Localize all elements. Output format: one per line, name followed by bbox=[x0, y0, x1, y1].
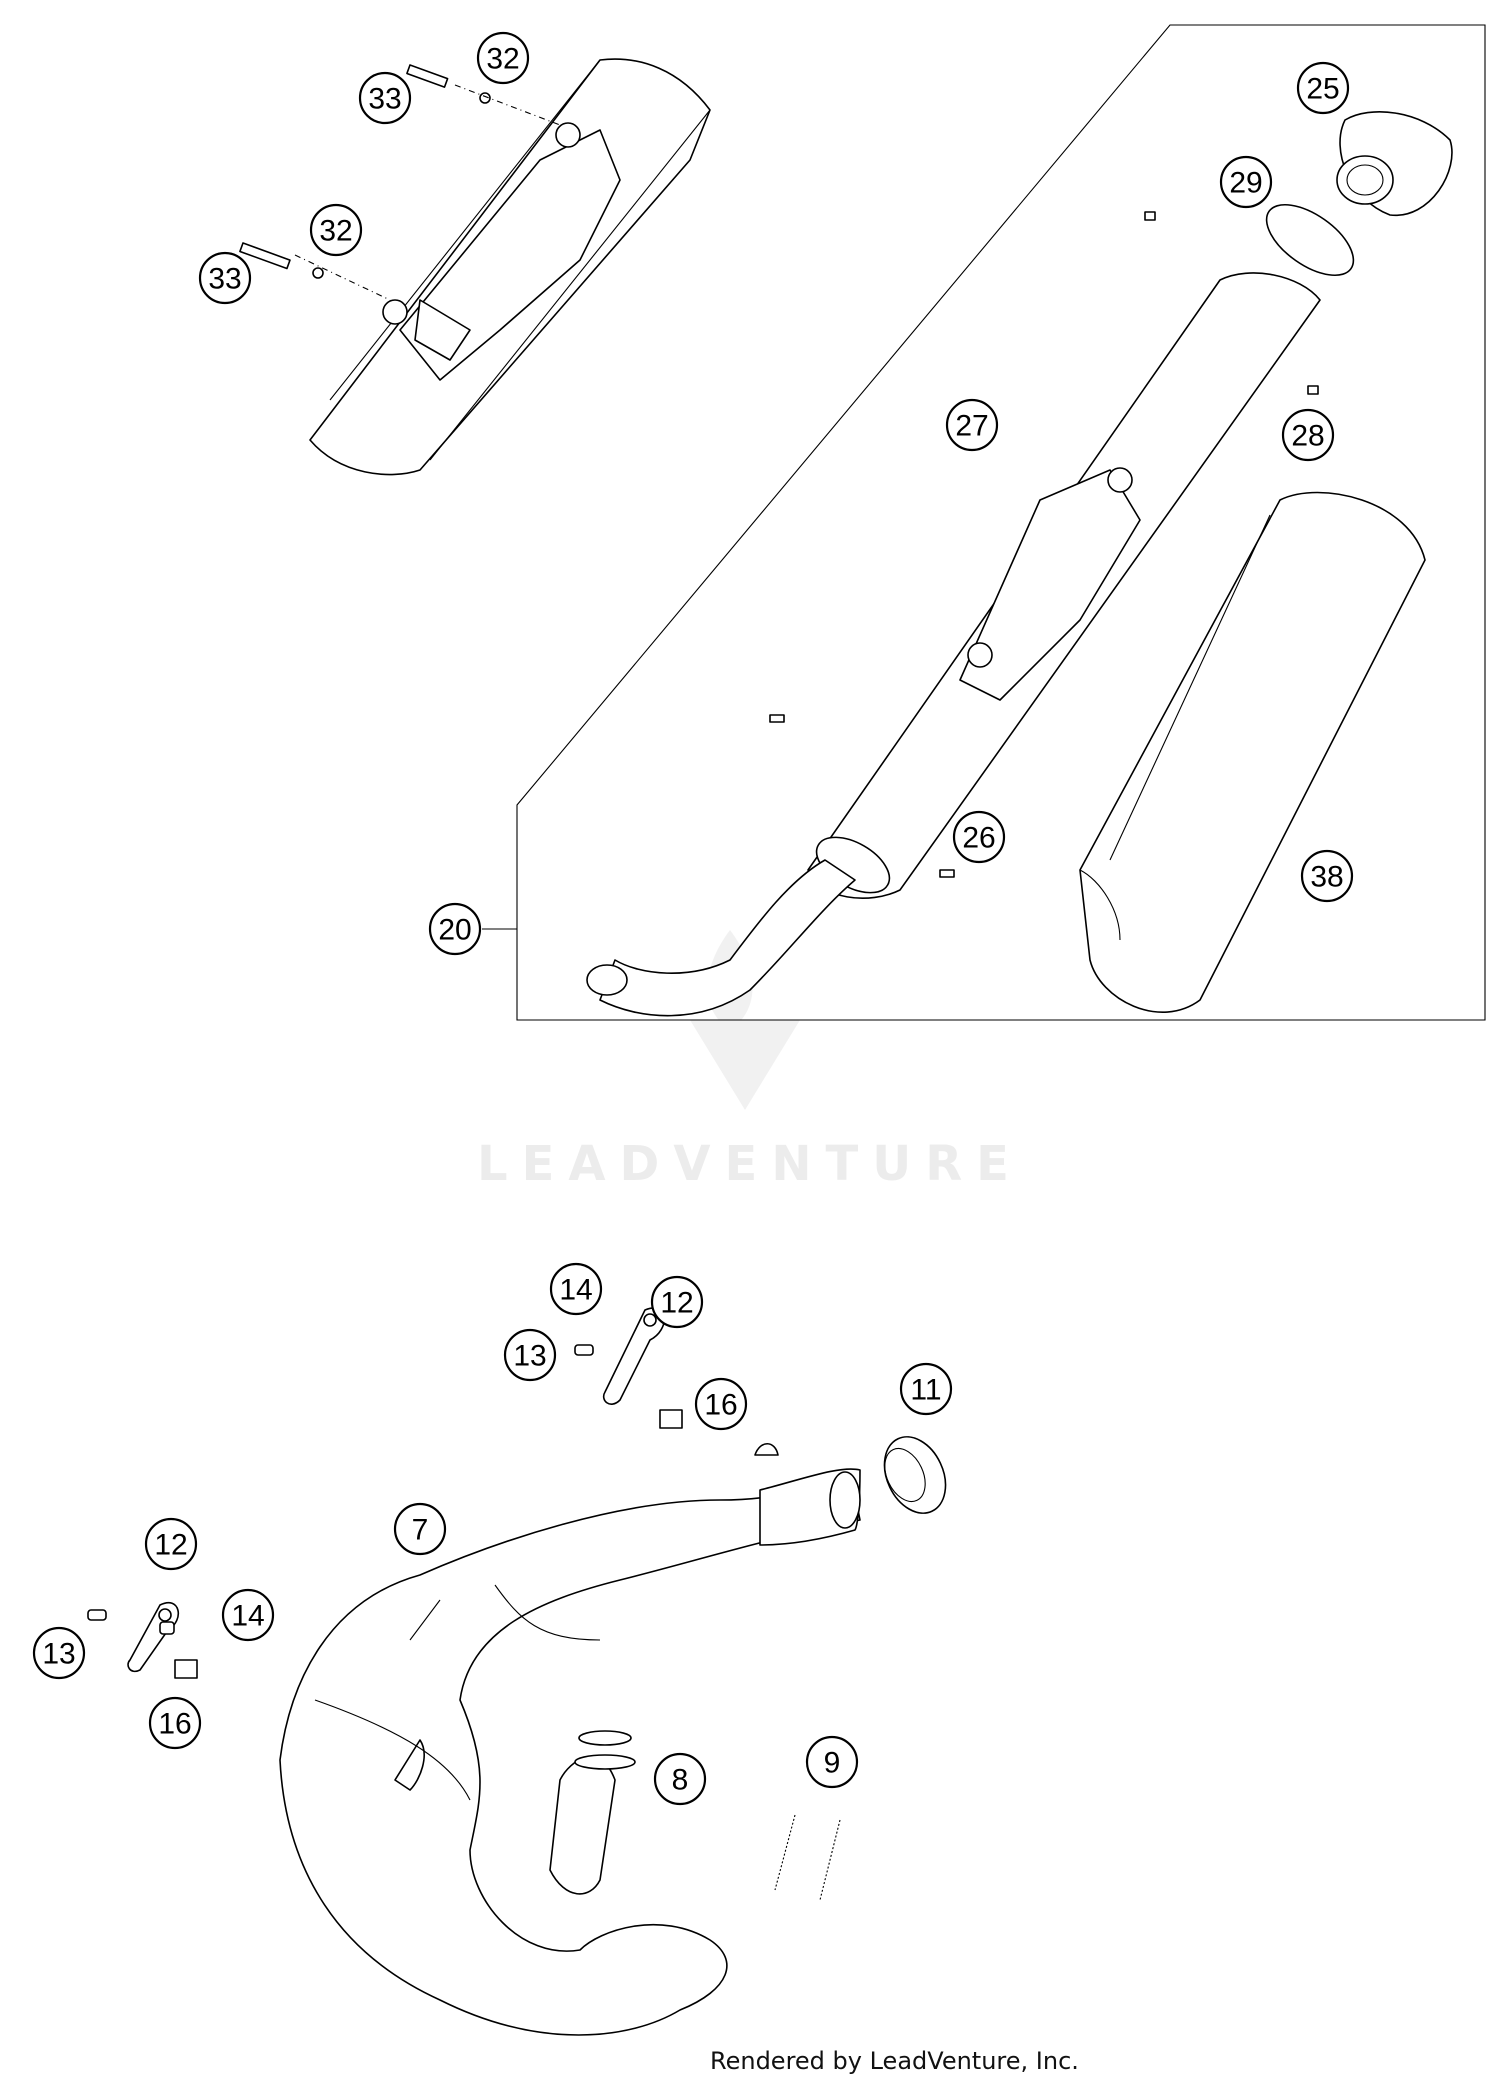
callout-circle bbox=[144, 1517, 198, 1571]
callout-13: 13 bbox=[503, 1328, 557, 1382]
render-credit: Rendered by LeadVenture, Inc. bbox=[710, 2047, 1079, 2075]
callout-label: 16 bbox=[704, 1389, 737, 1422]
exhaust-gasket-part bbox=[578, 1730, 632, 1746]
callout-29: 29 bbox=[1219, 155, 1273, 209]
callout-label: 26 bbox=[962, 822, 995, 855]
callout-circle bbox=[476, 31, 530, 85]
callout-33: 33 bbox=[358, 71, 412, 125]
callout-33: 33 bbox=[198, 251, 252, 305]
heat-shield-sleeve-part bbox=[1079, 491, 1426, 1013]
callout-label: 32 bbox=[319, 215, 352, 248]
callout-label: 32 bbox=[486, 43, 519, 76]
callout-16: 16 bbox=[694, 1377, 748, 1431]
callout-label: 14 bbox=[559, 1274, 592, 1307]
end-cap-part bbox=[1336, 111, 1453, 216]
callout-14: 14 bbox=[221, 1588, 275, 1642]
callout-label: 12 bbox=[154, 1529, 187, 1562]
callout-circle bbox=[198, 251, 252, 305]
watermark-text: LEADVENTURE bbox=[477, 1136, 1023, 1192]
callout-label: 14 bbox=[231, 1600, 264, 1633]
callout-circle bbox=[393, 1502, 447, 1556]
callout-26: 26 bbox=[952, 810, 1006, 864]
callout-label: 12 bbox=[660, 1287, 693, 1320]
callout-circle bbox=[1296, 61, 1350, 115]
callout-14: 14 bbox=[549, 1262, 603, 1316]
exhaust-gasket-part-2 bbox=[574, 1754, 636, 1770]
expansion-chamber-part bbox=[279, 1442, 861, 2036]
gasket-ring-part bbox=[1265, 203, 1355, 277]
callout-label: 33 bbox=[208, 263, 241, 296]
callout-label: 33 bbox=[368, 83, 401, 116]
callout-label: 28 bbox=[1291, 420, 1324, 453]
callout-circle bbox=[805, 1735, 859, 1789]
callout-label: 9 bbox=[824, 1747, 841, 1780]
callout-16: 16 bbox=[148, 1696, 202, 1750]
callout-label: 25 bbox=[1306, 73, 1339, 106]
callout-32: 32 bbox=[309, 203, 363, 257]
callout-label: 13 bbox=[42, 1638, 75, 1671]
callout-label: 8 bbox=[672, 1764, 689, 1797]
callout-9: 9 bbox=[805, 1735, 859, 1789]
callouts: 32 33 32 33 25 29 27 28 26 38 20 14 12 13 16 11 7 12 14 13 1… bbox=[32, 31, 1354, 1806]
callout-27: 27 bbox=[945, 398, 999, 452]
callout-label: 38 bbox=[1310, 861, 1343, 894]
mount-bracket-left-part bbox=[87, 1602, 198, 1679]
callout-circle bbox=[1219, 155, 1273, 209]
callout-8: 8 bbox=[653, 1752, 707, 1806]
silencer-body-part bbox=[586, 211, 1321, 1017]
callout-label: 7 bbox=[412, 1514, 429, 1547]
callout-38: 38 bbox=[1300, 849, 1354, 903]
callout-circle bbox=[1281, 408, 1335, 462]
callout-label: 11 bbox=[910, 1374, 941, 1407]
callout-circle bbox=[653, 1752, 707, 1806]
callout-circle bbox=[945, 398, 999, 452]
callout-circle bbox=[309, 203, 363, 257]
bracket-detail-view bbox=[239, 58, 711, 476]
callout-label: 16 bbox=[158, 1708, 191, 1741]
callout-circle bbox=[549, 1262, 603, 1316]
callout-28: 28 bbox=[1281, 408, 1335, 462]
callout-25: 25 bbox=[1296, 61, 1350, 115]
callout-11: 11 bbox=[899, 1362, 953, 1416]
callout-7: 7 bbox=[393, 1502, 447, 1556]
callout-13: 13 bbox=[32, 1626, 86, 1680]
callout-circle bbox=[428, 902, 482, 956]
callout-circle bbox=[148, 1696, 202, 1750]
silencer-assembly-frame bbox=[516, 24, 1486, 1021]
callout-circle bbox=[899, 1362, 953, 1416]
callout-circle bbox=[221, 1588, 275, 1642]
callout-circle bbox=[32, 1626, 86, 1680]
callout-20: 20 bbox=[428, 902, 482, 956]
callout-circle bbox=[650, 1275, 704, 1329]
callout-12: 12 bbox=[144, 1517, 198, 1571]
callout-32: 32 bbox=[476, 31, 530, 85]
callout-label: 20 bbox=[438, 914, 471, 947]
callout-circle bbox=[358, 71, 412, 125]
callout-label: 27 bbox=[955, 410, 988, 443]
callout-circle bbox=[952, 810, 1006, 864]
rubber-sleeve-part bbox=[883, 1436, 947, 1514]
callout-circle bbox=[1300, 849, 1354, 903]
callout-12: 12 bbox=[650, 1275, 704, 1329]
callout-circle bbox=[503, 1328, 557, 1382]
callout-label: 13 bbox=[513, 1340, 546, 1373]
callout-label: 29 bbox=[1229, 167, 1262, 200]
springs-part bbox=[774, 1814, 841, 1901]
callout-circle bbox=[694, 1377, 748, 1431]
